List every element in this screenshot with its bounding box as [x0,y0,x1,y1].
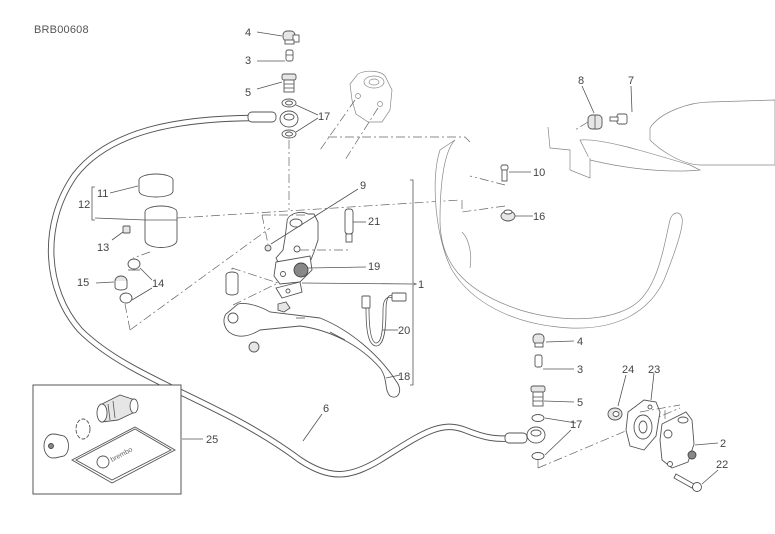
master-screw[interactable] [264,244,272,252]
lever-bushing[interactable] [225,271,239,296]
label-4-bottom: 4 [577,336,583,348]
label-12: 12 [78,199,90,211]
label-18: 18 [398,371,410,383]
label-22: 22 [716,459,728,471]
label-6: 6 [323,403,329,415]
lever-nut[interactable] [277,301,291,313]
banjo-fitting-top[interactable] [247,110,299,128]
handlebar-grip-end[interactable] [579,99,775,172]
clutch-hose[interactable] [48,114,524,478]
pivot-pin[interactable] [344,208,354,243]
label-15: 15 [77,277,89,289]
guard-bracket[interactable] [547,126,591,179]
reservoir-cap[interactable] [138,173,174,198]
guard-screw[interactable] [609,113,628,125]
slave-cylinder-seal[interactable] [607,407,623,421]
label-9: 9 [360,180,366,192]
banjo-bolt-top[interactable] [281,73,297,93]
reservoir-body[interactable] [144,205,178,248]
label-2: 2 [720,438,726,450]
washer-top-lower-hole [285,131,293,137]
label-10: 10 [533,167,545,179]
kit-cup-seal [43,433,69,459]
label-1: 1 [418,279,424,291]
bleed-screw-top[interactable] [285,49,294,62]
slave-cylinder-body[interactable] [659,411,697,469]
repair-kit-inset[interactable]: brembo [32,384,182,495]
label-21: 21 [368,216,380,228]
label-16: 16 [533,211,545,223]
label-3-top: 3 [245,55,251,67]
label-11: 11 [97,188,108,200]
label-17-top: 17 [318,111,330,123]
banjo-bolt-bottom[interactable] [530,385,546,407]
clutch-lever[interactable] [223,303,401,398]
washer-bottom-upper[interactable] [531,414,545,422]
diagram-code: BRB00608 [34,24,89,36]
clutch-switch[interactable] [361,292,407,347]
lever-guard[interactable] [434,139,683,329]
hose-clamp-upper[interactable] [127,258,141,271]
slave-cylinder-piston-housing[interactable] [625,399,661,451]
master-cylinder-body[interactable] [273,211,319,299]
master-cylinder-clamp[interactable] [349,70,393,123]
label-19: 19 [368,261,380,273]
bleed-screw-bottom[interactable] [534,354,543,368]
label-24: 24 [622,364,634,376]
bleed-cap-bottom[interactable] [532,333,545,348]
label-7: 7 [628,75,634,87]
label-8: 8 [578,75,584,87]
washer-top-upper-hole [285,100,293,106]
label-25: 25 [206,434,218,446]
kit-piston [96,394,139,423]
label-5-top: 5 [245,87,251,99]
label-14: 14 [152,278,164,290]
bleed-cap-top[interactable] [282,30,300,45]
reservoir-clip[interactable] [122,225,131,234]
kit-circlip [75,418,91,440]
washer-bottom-lower[interactable] [531,452,545,460]
label-17-bottom: 17 [570,419,582,431]
label-5-bottom: 5 [577,397,583,409]
label-20: 20 [398,325,410,337]
banjo-fitting-bottom[interactable] [504,426,546,444]
guard-bolt[interactable] [500,164,509,182]
guard-spacer[interactable] [500,209,516,222]
label-23: 23 [648,364,660,376]
label-4-top: 4 [245,27,251,39]
hose-fitting[interactable] [114,275,128,291]
label-13: 13 [97,242,109,254]
guard-rubber-washer[interactable] [587,114,603,130]
hose-clamp-lower[interactable] [119,292,133,304]
slave-cylinder-bolt[interactable] [673,473,702,492]
kit-instruction-card: brembo [71,426,176,484]
label-3-bottom: 3 [577,364,583,376]
